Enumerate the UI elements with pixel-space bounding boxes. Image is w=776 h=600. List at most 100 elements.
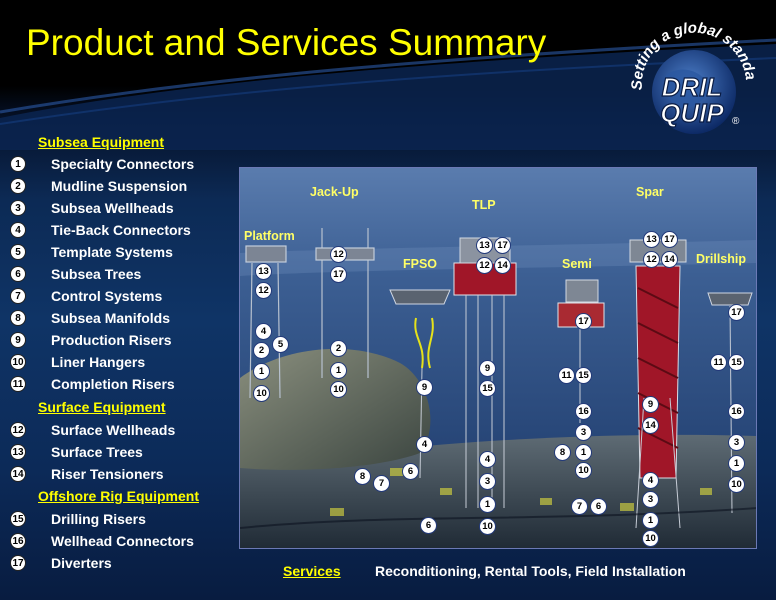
equipment-marker: 3	[642, 491, 659, 508]
services-heading: Services	[283, 563, 341, 579]
equipment-marker: 10	[330, 381, 347, 398]
legend-label: Diverters	[51, 555, 112, 571]
number-badge: 8	[10, 310, 26, 326]
legend-label: Template Systems	[51, 244, 173, 260]
number-badge: 15	[10, 511, 26, 527]
platform-label-drillship: Drillship	[696, 252, 747, 266]
logo-brand-line1: DRIL	[662, 72, 723, 102]
legend-label: Tie-Back Connectors	[51, 222, 191, 238]
equipment-marker: 5	[272, 336, 289, 353]
scene-illustration	[240, 168, 756, 548]
equipment-marker: 3	[479, 473, 496, 490]
equipment-marker: 1	[642, 512, 659, 529]
equipment-marker: 17	[575, 313, 592, 330]
page-title: Product and Services Summary	[26, 22, 547, 63]
platform-label-tlp: TLP	[472, 198, 496, 212]
legend-label: Liner Hangers	[51, 354, 146, 370]
number-badge: 12	[10, 422, 26, 438]
legend-label: Riser Tensioners	[51, 466, 164, 482]
number-badge: 5	[10, 244, 26, 260]
number-badge: 1	[10, 156, 26, 172]
equipment-marker: 16	[575, 403, 592, 420]
legend-label: Completion Risers	[51, 376, 175, 392]
number-badge: 11	[10, 376, 26, 392]
number-badge: 6	[10, 266, 26, 282]
platform-label-platform: Platform	[244, 229, 295, 243]
equipment-marker: 11	[558, 367, 575, 384]
equipment-marker: 1	[479, 496, 496, 513]
number-badge: 14	[10, 466, 26, 482]
equipment-marker: 12	[643, 251, 660, 268]
legend-label: Mudline Suspension	[51, 178, 188, 194]
legend-label: Drilling Risers	[51, 511, 146, 527]
section-title-offshore-rig: Offshore Rig Equipment	[38, 488, 199, 504]
equipment-marker: 2	[330, 340, 347, 357]
legend-label: Surface Wellheads	[51, 422, 176, 438]
number-badge: 10	[10, 354, 26, 370]
equipment-marker: 13	[476, 237, 493, 254]
equipment-marker: 7	[373, 475, 390, 492]
equipment-marker: 6	[590, 498, 607, 515]
platform-label-jack-up: Jack-Up	[310, 185, 359, 199]
number-badge: 3	[10, 200, 26, 216]
legend-label: Control Systems	[51, 288, 163, 304]
number-badge: 2	[10, 178, 26, 194]
equipment-marker: 4	[642, 472, 659, 489]
equipment-marker: 6	[420, 517, 437, 534]
equipment-marker: 8	[554, 444, 571, 461]
platform-label-fpso: FPSO	[403, 257, 438, 271]
equipment-marker: 11	[710, 354, 727, 371]
equipment-marker: 2	[253, 342, 270, 359]
logo-brand-line2: QUIP	[660, 98, 724, 128]
offshore-scene: Platform Jack-Up FPSO TLP Semi Spar Dril…	[239, 167, 757, 549]
equipment-marker: 1	[253, 363, 270, 380]
equipment-marker: 3	[575, 424, 592, 441]
legend-label: Subsea Trees	[51, 266, 142, 282]
equipment-marker: 3	[728, 434, 745, 451]
number-badge: 17	[10, 555, 26, 571]
equipment-marker: 12	[476, 257, 493, 274]
equipment-marker: 12	[255, 282, 272, 299]
header-swoosh	[0, 38, 776, 150]
number-badge: 13	[10, 444, 26, 460]
platform-label-spar: Spar	[636, 185, 664, 199]
equipment-marker: 13	[255, 263, 272, 280]
section-title-subsea: Subsea Equipment	[38, 134, 165, 150]
legend-label: Wellhead Connectors	[51, 533, 194, 549]
equipment-marker: 13	[643, 231, 660, 248]
equipment-marker: 1	[575, 444, 592, 461]
equipment-marker: 1	[330, 362, 347, 379]
equipment-marker: 4	[416, 436, 433, 453]
equipment-marker: 15	[575, 367, 592, 384]
equipment-marker: 10	[253, 385, 270, 402]
equipment-marker: 9	[642, 396, 659, 413]
equipment-marker: 10	[728, 476, 745, 493]
number-badge: 16	[10, 533, 26, 549]
platform-label-semi: Semi	[562, 257, 592, 271]
legend-label: Subsea Wellheads	[51, 200, 174, 216]
equipment-marker: 15	[479, 380, 496, 397]
equipment-marker: 10	[642, 530, 659, 547]
equipment-marker: 14	[642, 417, 659, 434]
legend-label: Surface Trees	[51, 444, 143, 460]
equipment-marker: 9	[479, 360, 496, 377]
equipment-marker: 17	[728, 304, 745, 321]
equipment-marker: 8	[354, 468, 371, 485]
equipment-marker: 17	[661, 231, 678, 248]
equipment-marker: 6	[402, 463, 419, 480]
equipment-marker: 12	[330, 246, 347, 263]
equipment-marker: 17	[330, 266, 347, 283]
number-badge: 9	[10, 332, 26, 348]
equipment-marker: 10	[575, 462, 592, 479]
equipment-marker: 9	[416, 379, 433, 396]
section-title-surface: Surface Equipment	[38, 399, 166, 415]
equipment-marker: 16	[728, 403, 745, 420]
equipment-marker: 4	[255, 323, 272, 340]
equipment-marker: 10	[479, 518, 496, 535]
dril-quip-logo: Setting a global standard DRIL QUIP ®	[621, 7, 762, 146]
equipment-marker: 17	[494, 237, 511, 254]
number-badge: 7	[10, 288, 26, 304]
services-list: Reconditioning, Rental Tools, Field Inst…	[375, 563, 686, 579]
logo-registered-mark: ®	[732, 116, 740, 127]
